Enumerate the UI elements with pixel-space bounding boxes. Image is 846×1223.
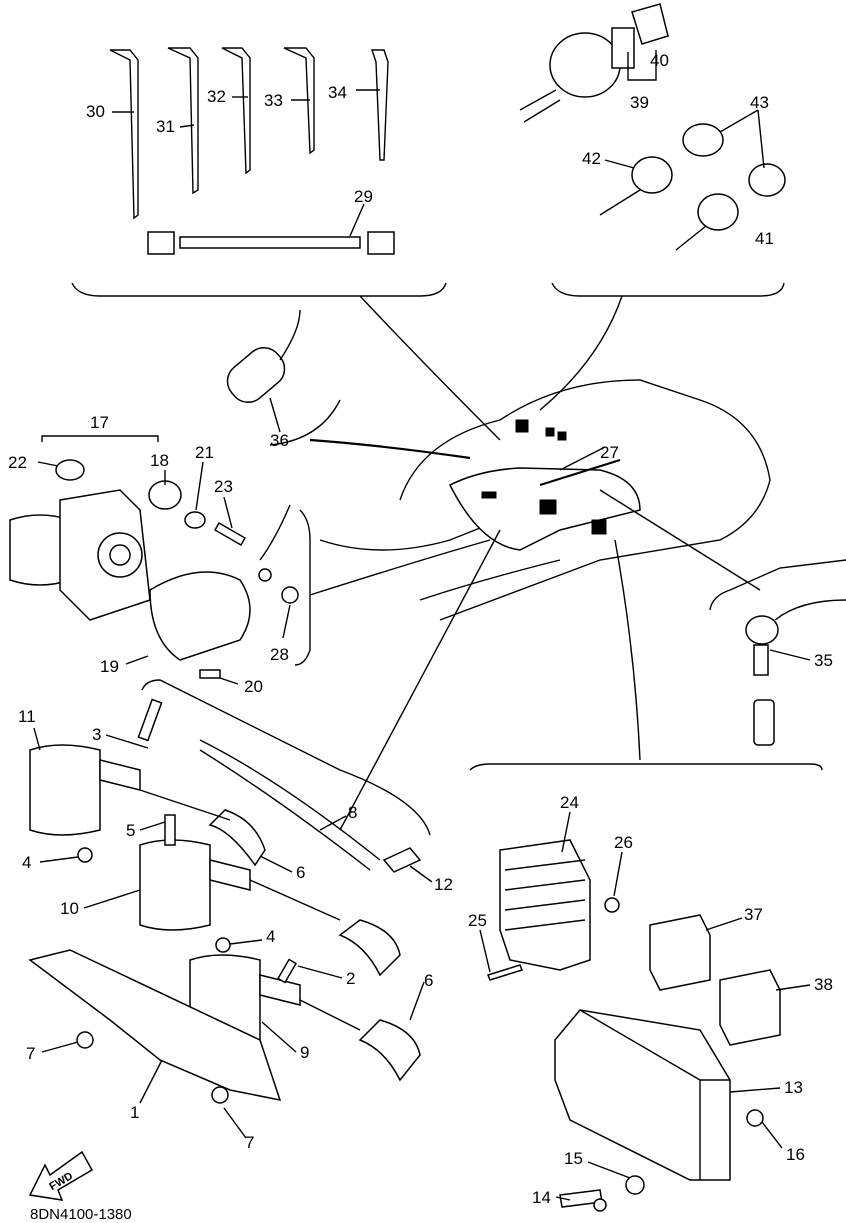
callout-33: 33	[264, 91, 283, 110]
callout-21: 21	[195, 443, 214, 462]
callout-12: 12	[434, 875, 453, 894]
callout-10: 10	[60, 899, 79, 918]
leader-pickup-to-frame	[309, 539, 491, 596]
electrical-components-group	[469, 763, 823, 1212]
callout-34: 34	[328, 83, 347, 102]
callout-16: 16	[786, 1145, 805, 1164]
callout-13: 13	[784, 1078, 803, 1097]
callout-26: 26	[614, 833, 633, 852]
drawing-code: 8DN4100-1380	[30, 1206, 132, 1223]
leader-sensor-to-frame	[599, 489, 761, 591]
callout-42: 42	[582, 149, 601, 168]
frame-assembly	[309, 379, 771, 621]
callout-23: 23	[214, 477, 233, 496]
callout-39: 39	[630, 93, 649, 112]
callout-35: 35	[814, 651, 833, 670]
callout-8: 8	[348, 803, 357, 822]
callout-28: 28	[270, 645, 289, 664]
callout-4-lower: 4	[266, 927, 275, 946]
leader-coil-to-frame	[339, 529, 501, 831]
callout-17: 17	[90, 413, 109, 432]
fwd-arrow-icon: FWD	[28, 1150, 94, 1201]
callout-20: 20	[244, 677, 263, 696]
callout-9: 9	[300, 1043, 309, 1062]
callout-3: 3	[92, 725, 101, 744]
leader-regulator-to-frame	[614, 539, 641, 761]
callout-36: 36	[270, 431, 289, 450]
callout-7-bottom: 7	[245, 1133, 254, 1152]
callout-24: 24	[560, 793, 579, 812]
callout-6-upper: 6	[296, 863, 305, 882]
callout-5: 5	[126, 821, 135, 840]
callout-41: 41	[755, 229, 774, 248]
pickup-coil-group	[9, 435, 311, 679]
callout-19: 19	[100, 657, 119, 676]
callout-6-lower: 6	[424, 971, 433, 990]
callout-37: 37	[744, 905, 763, 924]
condenser-group	[226, 309, 341, 446]
callout-31: 31	[156, 117, 175, 136]
sensor-group	[709, 559, 846, 746]
callout-7-left: 7	[26, 1044, 35, 1063]
callout-11: 11	[18, 707, 36, 726]
callout-1: 1	[130, 1103, 139, 1122]
callout-4-upper: 4	[22, 853, 31, 872]
callout-18: 18	[150, 451, 169, 470]
callout-38: 38	[814, 975, 833, 994]
callout-40: 40	[650, 51, 669, 70]
callout-32: 32	[207, 87, 226, 106]
main-switch-group	[519, 3, 786, 411]
callout-14: 14	[532, 1188, 551, 1207]
callout-leaders	[33, 50, 811, 1201]
callout-22: 22	[8, 453, 27, 472]
callout-29: 29	[354, 187, 373, 206]
callout-15: 15	[564, 1149, 583, 1168]
callout-25: 25	[468, 911, 487, 930]
callout-27: 27	[600, 443, 619, 462]
callout-labels: 30 31 32 33 34 29 40 39 43 42 41 27 36 1…	[8, 51, 833, 1207]
ignition-coil-group	[28, 679, 431, 1104]
callout-43: 43	[750, 93, 769, 112]
cable-tie-group	[71, 47, 501, 441]
callout-2: 2	[346, 969, 355, 988]
callout-30: 30	[86, 102, 105, 121]
